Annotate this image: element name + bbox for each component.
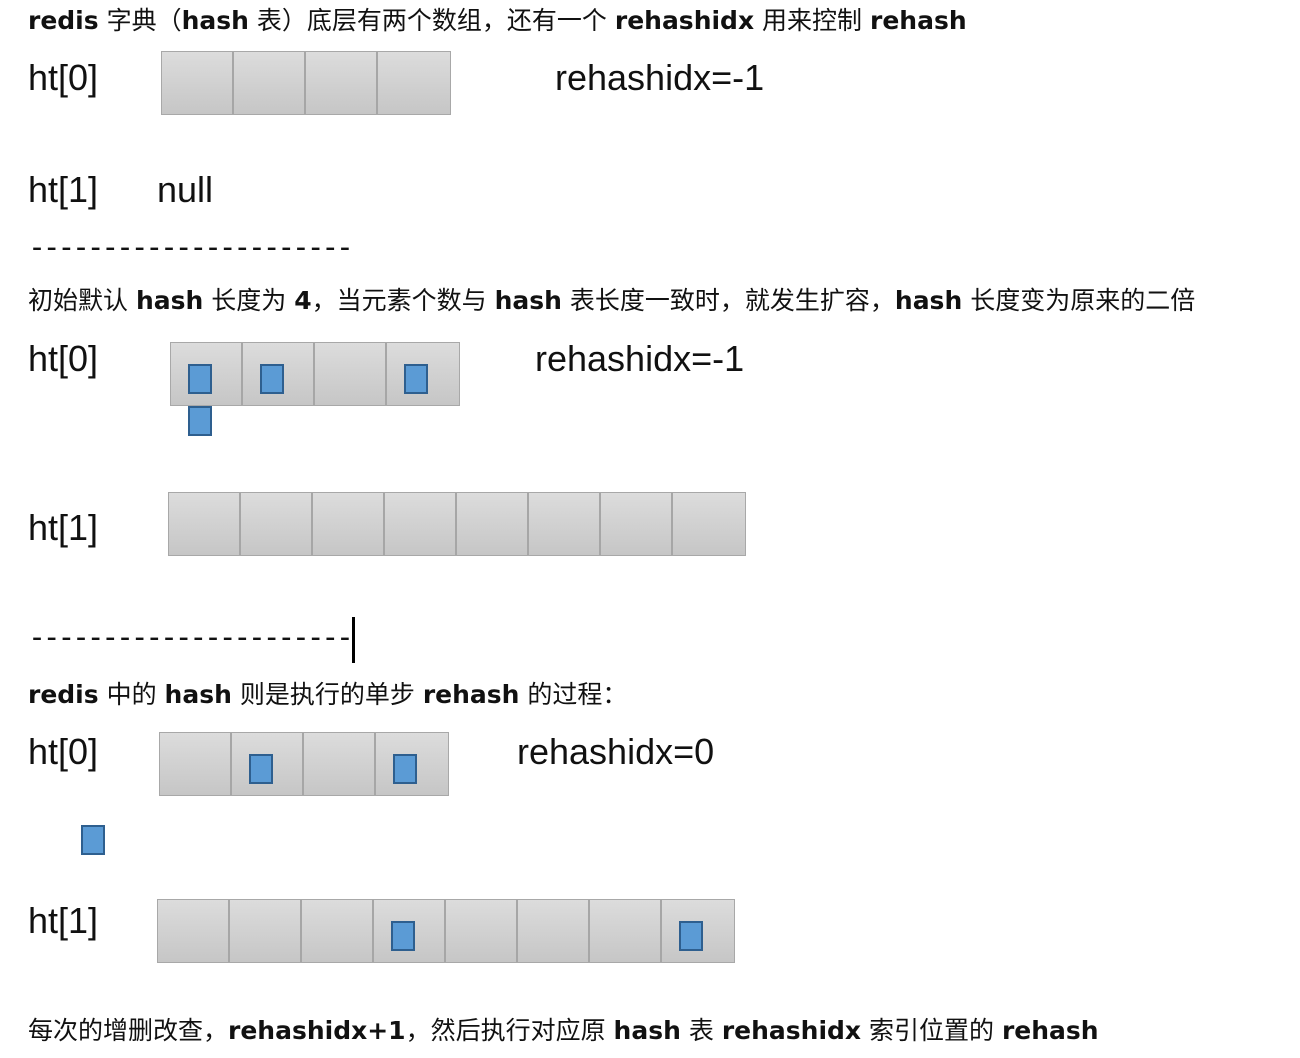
migrating-node <box>81 825 105 855</box>
bucket-1 <box>230 900 302 962</box>
separator: ---------------------- <box>28 230 354 265</box>
entry-node <box>249 754 273 784</box>
entry-node <box>260 364 284 394</box>
ht1-table <box>168 492 746 556</box>
bucket-0 <box>158 900 230 962</box>
bucket-2 <box>306 52 378 114</box>
separator: ---------------------- <box>28 620 354 655</box>
bucket-2 <box>313 493 385 555</box>
rehashidx-value: rehashidx=-1 <box>535 338 745 379</box>
ht0-label: ht[0] <box>28 338 99 379</box>
bucket-0 <box>162 52 234 114</box>
entry-node <box>188 364 212 394</box>
bucket-0 <box>171 343 243 405</box>
bucket-2 <box>302 900 374 962</box>
ht1-label: ht[1] <box>28 900 99 941</box>
ht0-table <box>159 732 449 796</box>
caption-expand: 初始默认 hash 长度为 4，当元素个数与 hash 表长度一致时，就发生扩容… <box>28 286 1196 315</box>
bucket-6 <box>601 493 673 555</box>
ht0-label: ht[0] <box>28 731 99 772</box>
bucket-3 <box>378 52 450 114</box>
rehashidx-value: rehashidx=-1 <box>555 57 765 98</box>
bucket-1 <box>234 52 306 114</box>
caption-intro: redis 字典（hash 表）底层有两个数组，还有一个 rehashidx 用… <box>28 6 967 35</box>
entry-node <box>404 364 428 394</box>
bucket-5 <box>529 493 601 555</box>
ht0-table <box>161 51 451 115</box>
caption-step: redis 中的 hash 则是执行的单步 rehash 的过程： <box>28 680 628 709</box>
bucket-2 <box>315 343 387 405</box>
bucket-0 <box>160 733 232 795</box>
entry-node <box>188 406 212 436</box>
text-cursor <box>352 617 355 663</box>
entry-node <box>393 754 417 784</box>
ht1-null: null <box>157 169 214 210</box>
ht1-label: ht[1] <box>28 507 99 548</box>
rehashidx-value: rehashidx=0 <box>517 731 715 772</box>
bucket-4 <box>446 900 518 962</box>
bucket-3 <box>385 493 457 555</box>
bucket-2 <box>304 733 376 795</box>
ht0-label: ht[0] <box>28 57 99 98</box>
bucket-0 <box>169 493 241 555</box>
bucket-6 <box>590 900 662 962</box>
entry-node <box>391 921 415 951</box>
bucket-4 <box>457 493 529 555</box>
bucket-1 <box>241 493 313 555</box>
caption-each: 每次的增删改查，rehashidx+1，然后执行对应原 hash 表 rehas… <box>28 1016 1099 1045</box>
entry-node <box>679 921 703 951</box>
bucket-7 <box>673 493 745 555</box>
ht1-label: ht[1] <box>28 169 99 210</box>
ht1-table <box>157 899 735 963</box>
bucket-5 <box>518 900 590 962</box>
